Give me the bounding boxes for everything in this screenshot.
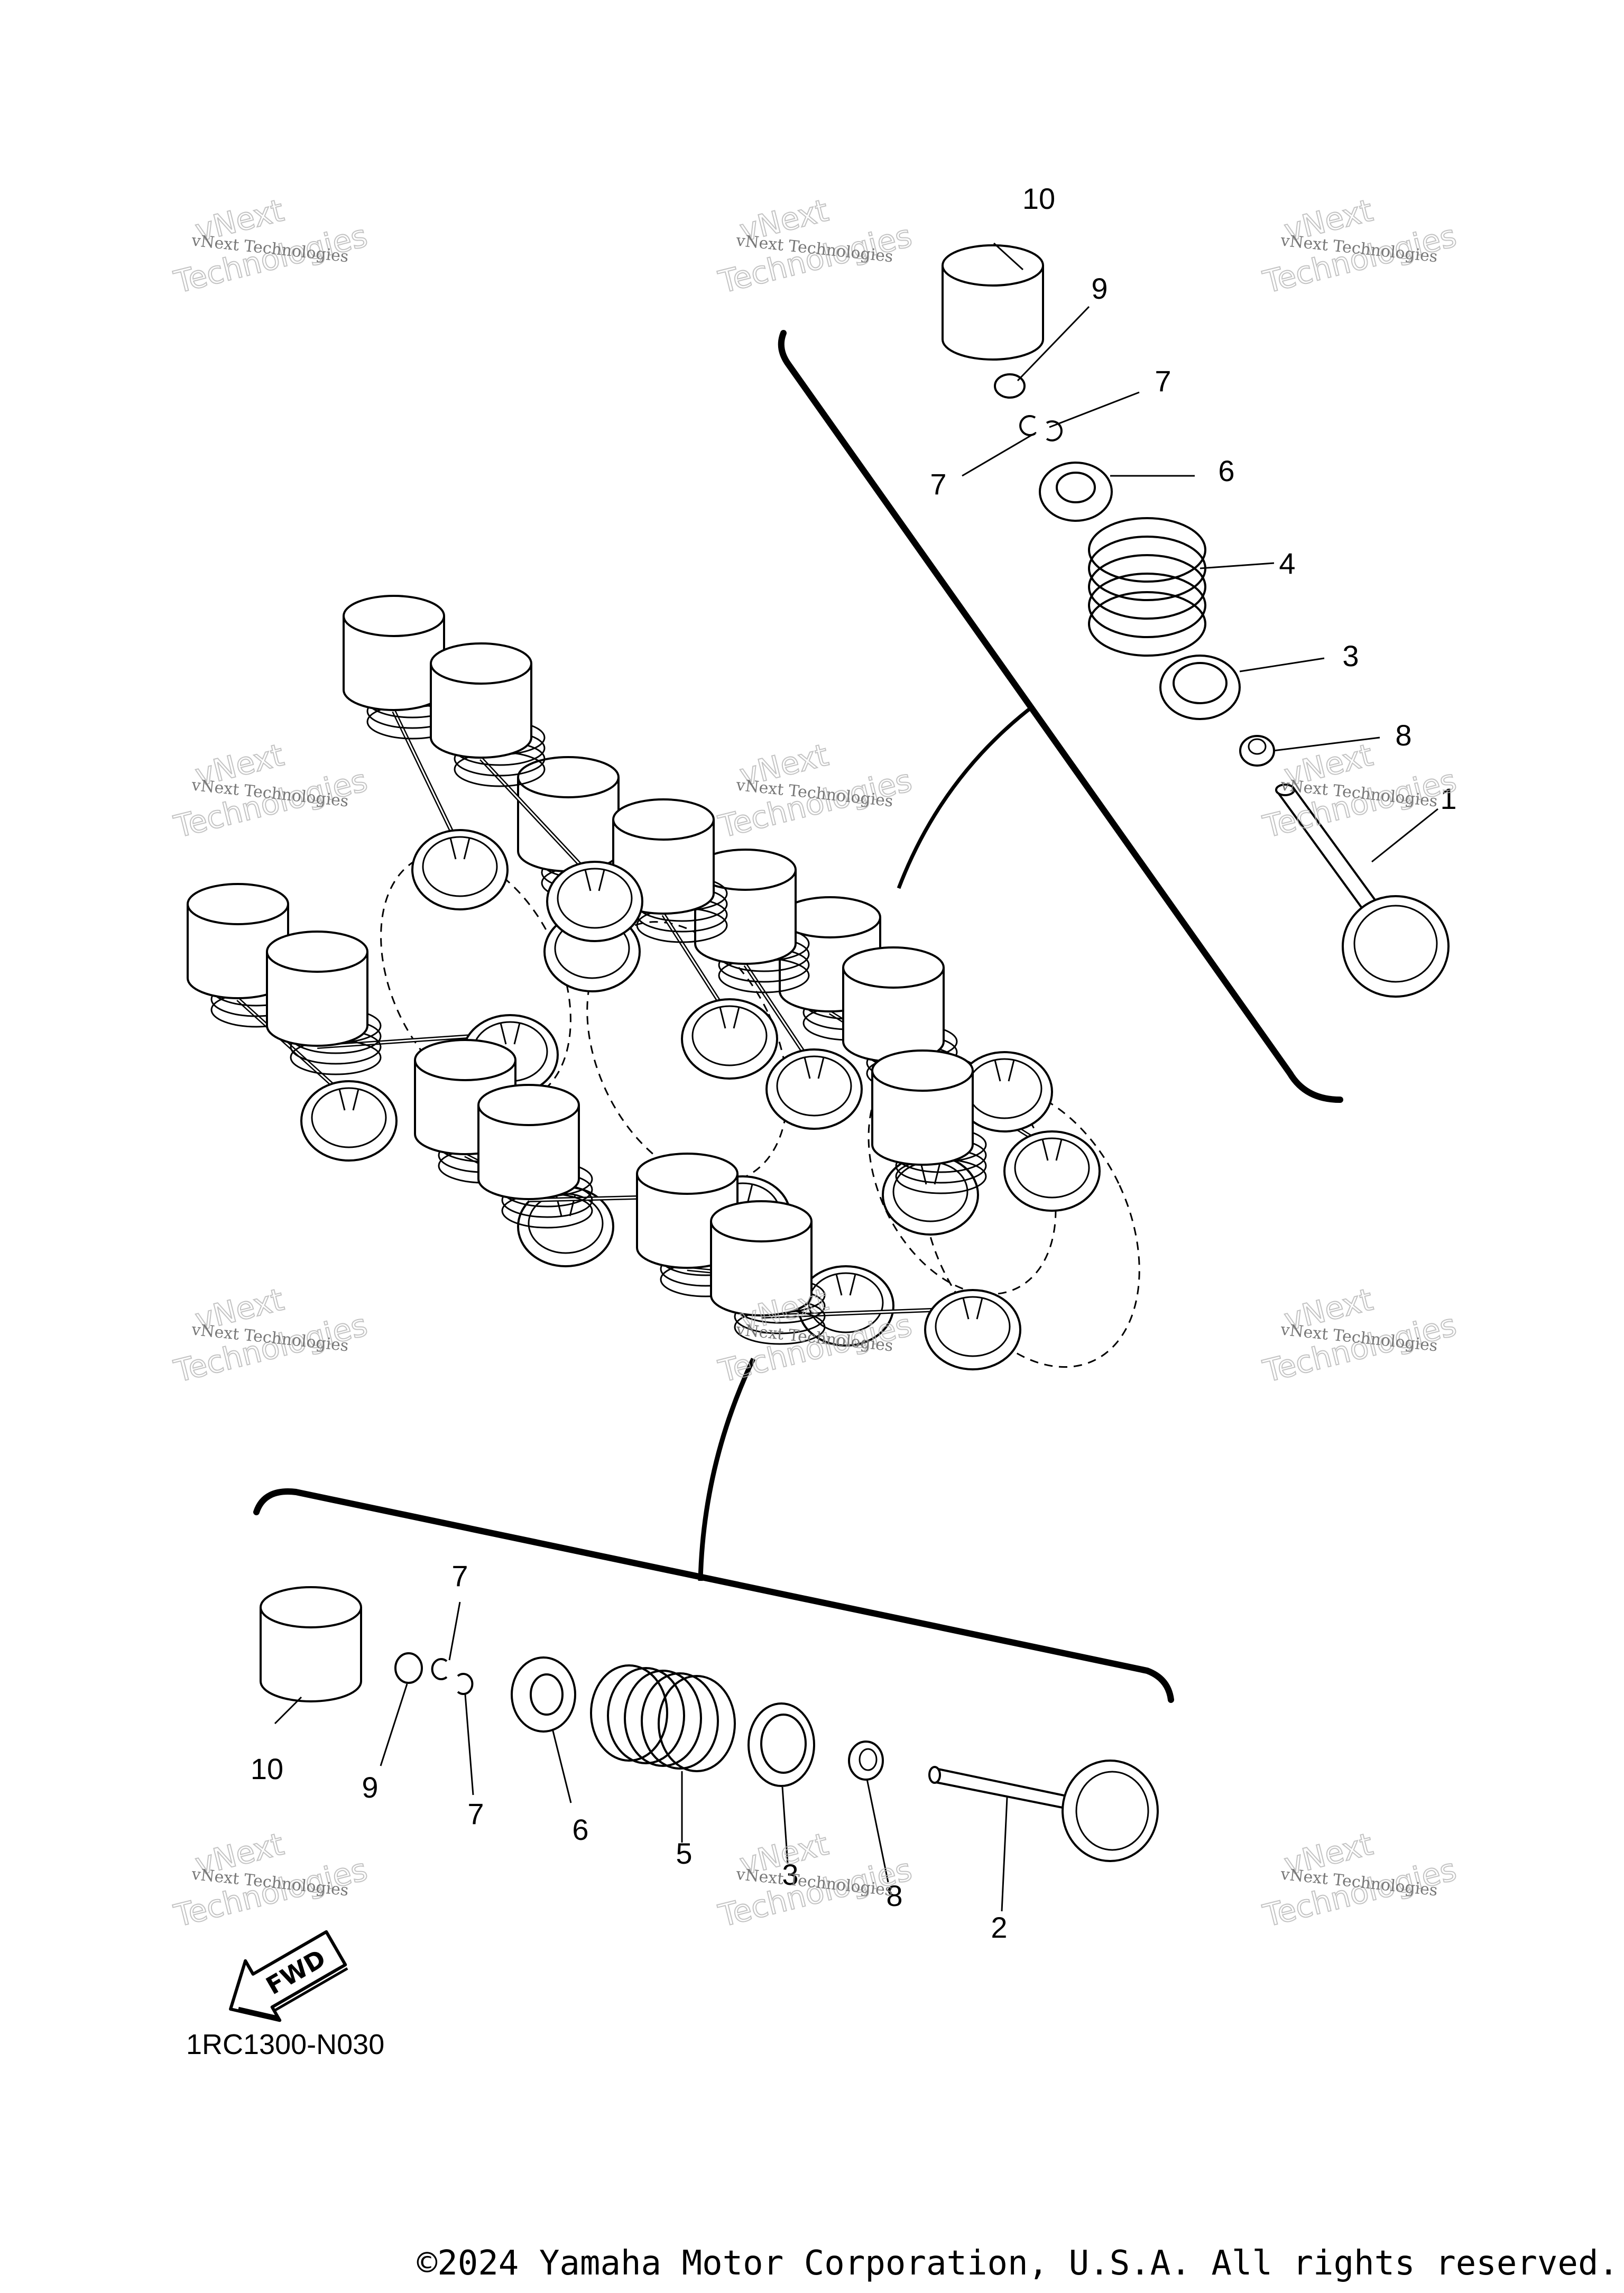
valve-lifter [477, 1084, 580, 1200]
callout-lower: 5 [676, 1837, 692, 1870]
upper-exploded-parts [942, 242, 1450, 998]
exhaust-valve-2 [928, 1760, 1159, 1862]
callout-lower: 7 [451, 1559, 468, 1592]
spring-retainer-6-upper [1039, 462, 1113, 522]
upper-detail-bracket [778, 330, 1343, 1103]
callout-upper: 1 [1440, 782, 1456, 815]
lower-detail-bracket [253, 1488, 1174, 1703]
valve-stack [430, 642, 643, 942]
valve-lifter [871, 1049, 974, 1166]
valve-head [882, 1154, 979, 1236]
valve-stack [710, 1200, 1021, 1370]
callout-upper: 10 [1022, 182, 1055, 215]
callout-lower: 8 [886, 1879, 902, 1912]
valve-head [411, 829, 509, 910]
stem-seal-8-upper [1239, 735, 1275, 767]
callout-lower: 7 [467, 1797, 484, 1830]
valve-head [924, 1289, 1021, 1370]
valve-cotter-7-lower [431, 1658, 474, 1695]
valve-lifter [430, 642, 532, 759]
callout-upper: 9 [1091, 272, 1108, 305]
valve-lifter [343, 595, 445, 711]
spring-seat-3-upper [1159, 655, 1241, 720]
lower-exploded-parts [260, 1586, 1159, 1912]
valve-stack [266, 931, 559, 1095]
upper-leader-curve [897, 704, 1035, 889]
callout-lower: 6 [572, 1813, 588, 1846]
callout-lower: 3 [782, 1858, 798, 1891]
spring-seat-3-lower [748, 1702, 815, 1787]
valve-head [546, 861, 643, 942]
spring-retainer-6-lower [511, 1656, 576, 1733]
callout-lower: 10 [251, 1752, 283, 1785]
callout-upper: 3 [1342, 639, 1359, 673]
copyright-notice: ©2024 Yamaha Motor Corporation, U.S.A. A… [417, 2244, 1619, 2283]
lower-leader-curve [698, 1358, 756, 1581]
callout-upper: 8 [1395, 719, 1411, 752]
callout-upper: 4 [1279, 547, 1295, 580]
callout-upper: 7 [930, 467, 946, 501]
callout-upper: 7 [1155, 364, 1171, 398]
valve-spring-4-upper [1088, 517, 1206, 657]
valve-lifter-10-upper [942, 244, 1044, 361]
valve-lifter [266, 931, 368, 1047]
intake-valve-1 [1275, 784, 1450, 998]
valve-spring-5-lower [590, 1664, 736, 1772]
valve-stack [694, 849, 863, 1130]
valve-head [1003, 1130, 1101, 1212]
valve-stack [187, 883, 398, 1162]
stem-seal-8-lower [848, 1741, 884, 1781]
valve-head [681, 998, 778, 1080]
shim-9-lower [394, 1652, 423, 1684]
lower-leader-lines [274, 1601, 1008, 1912]
valve-lifter-10-lower [260, 1586, 362, 1702]
callout-upper: 6 [1218, 454, 1234, 487]
upper-leader-lines [962, 242, 1438, 863]
valve-head [765, 1048, 863, 1130]
valve-lifter [842, 946, 945, 1063]
valve-train-assembly [187, 595, 1101, 1370]
valve-cotter-7-upper [1019, 415, 1063, 441]
valve-stack [871, 1049, 987, 1236]
callout-lower: 9 [362, 1771, 378, 1804]
valve-head [300, 1080, 398, 1162]
fwd-arrow-icon: FWD [229, 1930, 348, 2022]
callout-lower: 2 [991, 1911, 1007, 1944]
valve-stack [612, 798, 778, 1080]
valve-stack [343, 595, 509, 910]
diagram-code: 1RC1300-N030 [186, 2029, 384, 2060]
